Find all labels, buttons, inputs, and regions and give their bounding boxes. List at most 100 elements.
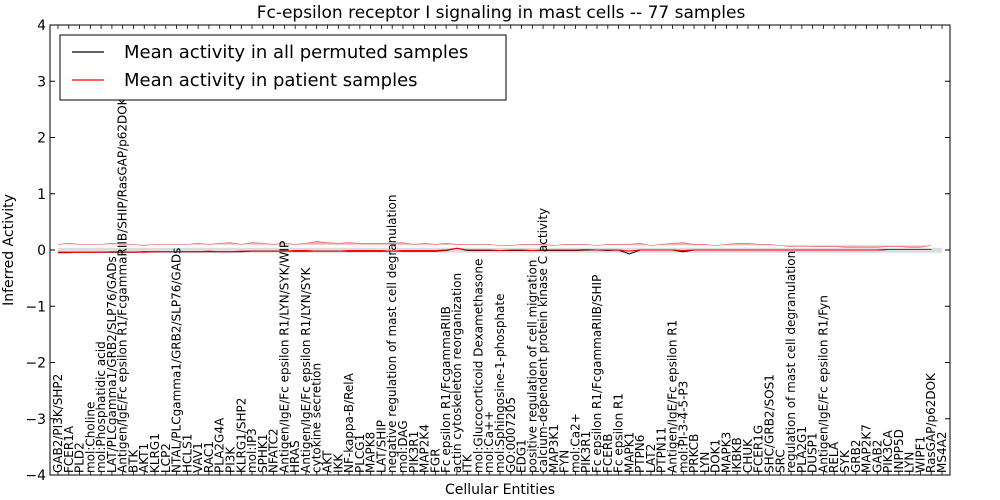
- x-tick-label: DUSP1: [806, 432, 820, 473]
- x-tick-label: EDG1: [515, 439, 529, 473]
- x-tick-label: mol:DAG: [396, 420, 410, 473]
- x-tick-label: BTK: [126, 448, 140, 473]
- x-tick-label: LYN: [903, 452, 917, 473]
- x-tick-label: ITK: [461, 453, 475, 473]
- x-tick-label: positive regulation of cell migration: [525, 260, 539, 473]
- y-tick-label: −4: [25, 468, 46, 484]
- x-tick-label: PIK3R1: [579, 431, 593, 473]
- y-tick-label: −3: [25, 412, 46, 428]
- x-tick-label: GAB2/PI3K/SHP2: [51, 374, 65, 473]
- x-tick-label: MAP2K4: [418, 424, 432, 473]
- x-tick-label: MAP2K7: [860, 424, 874, 473]
- x-tick-label: mol:Choline: [83, 402, 97, 473]
- x-tick-label: SYK: [838, 449, 852, 473]
- x-tick-label: MAPK8: [364, 432, 378, 473]
- x-tick-label: SRC: [773, 449, 787, 473]
- x-tick-label: mol:Phosphatidic acid: [94, 341, 108, 473]
- x-tick-label: FCER1G: [752, 425, 766, 473]
- x-tick-label: FYN: [558, 450, 572, 473]
- x-tick-label: IKBKB: [730, 437, 744, 473]
- x-tick-label: PLA2G4A: [213, 417, 227, 473]
- legend: Mean activity in all permuted samples Me…: [59, 34, 507, 101]
- x-tick-label: mol:IP3: [245, 428, 259, 473]
- plot-area: [57, 241, 942, 255]
- x-tick-label: PTPN6: [633, 435, 647, 473]
- x-tick-label: Fc epsilon R1/FcgammaRIIB: [439, 306, 453, 473]
- x-tick-label: NF-kappa-B/RelA: [342, 372, 356, 473]
- x-tick-label: RELA: [827, 441, 841, 473]
- x-tick-label: LCP2: [159, 443, 173, 473]
- x-tick-label: VAV1: [191, 442, 205, 473]
- y-tick-label: 2: [37, 131, 46, 147]
- x-tick-label: PTPN11: [655, 427, 669, 473]
- x-tick-label: mol:Glucocorticoid Dexamethasone: [471, 259, 485, 473]
- x-tick-label: MS4A2: [935, 432, 949, 473]
- x-tick-label: cytokine secretion: [310, 363, 324, 473]
- x-tick-label: GAB2: [870, 440, 884, 473]
- x-tick-label: Antigen/IgE/Fc epsilon R1/Fyn: [816, 295, 830, 473]
- x-tick-label: actin cytoskeleton reorganization: [450, 273, 464, 473]
- x-tick-label: PIK3R1: [407, 431, 421, 473]
- x-tick-label: PLD2: [73, 442, 87, 473]
- y-tick-label: 3: [37, 74, 46, 90]
- x-tick-label: regulation of mast cell degranulation: [784, 251, 798, 473]
- x-tick-label: INPP5D: [892, 429, 906, 473]
- x-tick-label: Antigen/IgE/Fc epsilon R1/LYN/SYK/WIP: [277, 241, 291, 473]
- x-tick-label: Fc epsilon R1: [612, 393, 626, 473]
- x-axis: GAB2/PI3K/SHP2FCER1APLD2mol:Cholinemol:P…: [51, 25, 949, 475]
- x-tick-label: LAT2: [644, 444, 658, 473]
- x-tick-label: HRAS: [288, 440, 302, 473]
- x-tick-label: PRKCB: [687, 434, 701, 473]
- patient-range-band: [57, 241, 932, 248]
- x-tick-label: NFATC2: [267, 428, 281, 473]
- x-tick-label: Antigen/IgE/Fc epsilon R1: [665, 320, 679, 473]
- x-tick-label: PLA2G1: [795, 426, 809, 473]
- x-tick-label: GO:0007205: [504, 397, 518, 473]
- y-tick-label: 1: [37, 187, 46, 203]
- x-tick-label: Antigen/IgE/Fc epsilon R1/FcgammaRIIB/SH…: [116, 96, 130, 473]
- legend-label-permuted: Mean activity in all permuted samples: [124, 42, 468, 63]
- x-tick-label: PI3K: [223, 446, 237, 473]
- x-tick-label: RasGAP/p62DOK: [924, 372, 938, 473]
- y-tick-label: −1: [25, 299, 46, 315]
- legend-box: [59, 34, 507, 101]
- x-tick-label: WIPF1: [913, 436, 927, 473]
- x-tick-label: RAC1: [202, 441, 216, 473]
- x-tick-label: MAP3K1: [547, 424, 561, 473]
- x-tick-label: negative regulation of mast cell degranu…: [385, 194, 399, 473]
- x-tick-label: mol:PI-3-4-5-P3: [676, 381, 690, 473]
- x-axis-label: Cellular Entities: [445, 482, 555, 498]
- x-tick-label: NTAL/PLCgamma1/GRB2/SLP76/GADs: [170, 248, 184, 473]
- x-tick-label: mol:Sphingosine-1-phosphate: [493, 294, 507, 474]
- x-tick-label: FCER1A: [62, 425, 76, 473]
- x-tick-label: DOK1: [709, 439, 723, 473]
- x-tick-label: calcium-dependent protein kinase C activ…: [536, 208, 550, 473]
- legend-label-patient: Mean activity in patient samples: [124, 70, 418, 91]
- patient-mean-line: [58, 247, 932, 254]
- x-tick-label: Antigen/IgE/Fc epsilon R1/LYN/SYK: [299, 266, 313, 473]
- x-tick-label: AKT1: [137, 443, 151, 473]
- x-tick-label: IKK: [331, 453, 345, 473]
- x-tick-label: MAPK3: [719, 432, 733, 473]
- x-tick-label: MAPK1: [622, 432, 636, 473]
- x-tick-label: Fc epsilon R1/FcgammaRIIB/SHIP: [590, 275, 604, 473]
- x-tick-label: mol:Ca++: [482, 411, 496, 473]
- x-tick-label: LYN: [698, 452, 712, 473]
- y-tick-label: 4: [37, 18, 46, 34]
- x-tick-label: LAT/PLCgamma1/GRB2/SLP76/GADs: [105, 256, 119, 473]
- x-tick-label: HCLS1: [180, 434, 194, 473]
- x-tick-label: CHUK: [741, 438, 755, 473]
- x-tick-label: SPHK1: [256, 434, 270, 473]
- x-tick-label: KLRG1/SHP2: [234, 398, 248, 473]
- y-axis-label: Inferred Activity: [1, 194, 17, 306]
- x-tick-label: AKT: [321, 450, 335, 473]
- x-tick-label: LAT/SHIP: [374, 420, 388, 473]
- chart-title: Fc-epsilon receptor I signaling in mast …: [257, 3, 746, 23]
- x-tick-label: FCERB: [601, 434, 615, 473]
- x-tick-label: KLRG1: [148, 433, 162, 473]
- y-tick-label: 0: [37, 243, 46, 259]
- x-tick-label: PLCG1: [353, 434, 367, 473]
- x-tick-label: mol:Ca2+: [568, 413, 582, 473]
